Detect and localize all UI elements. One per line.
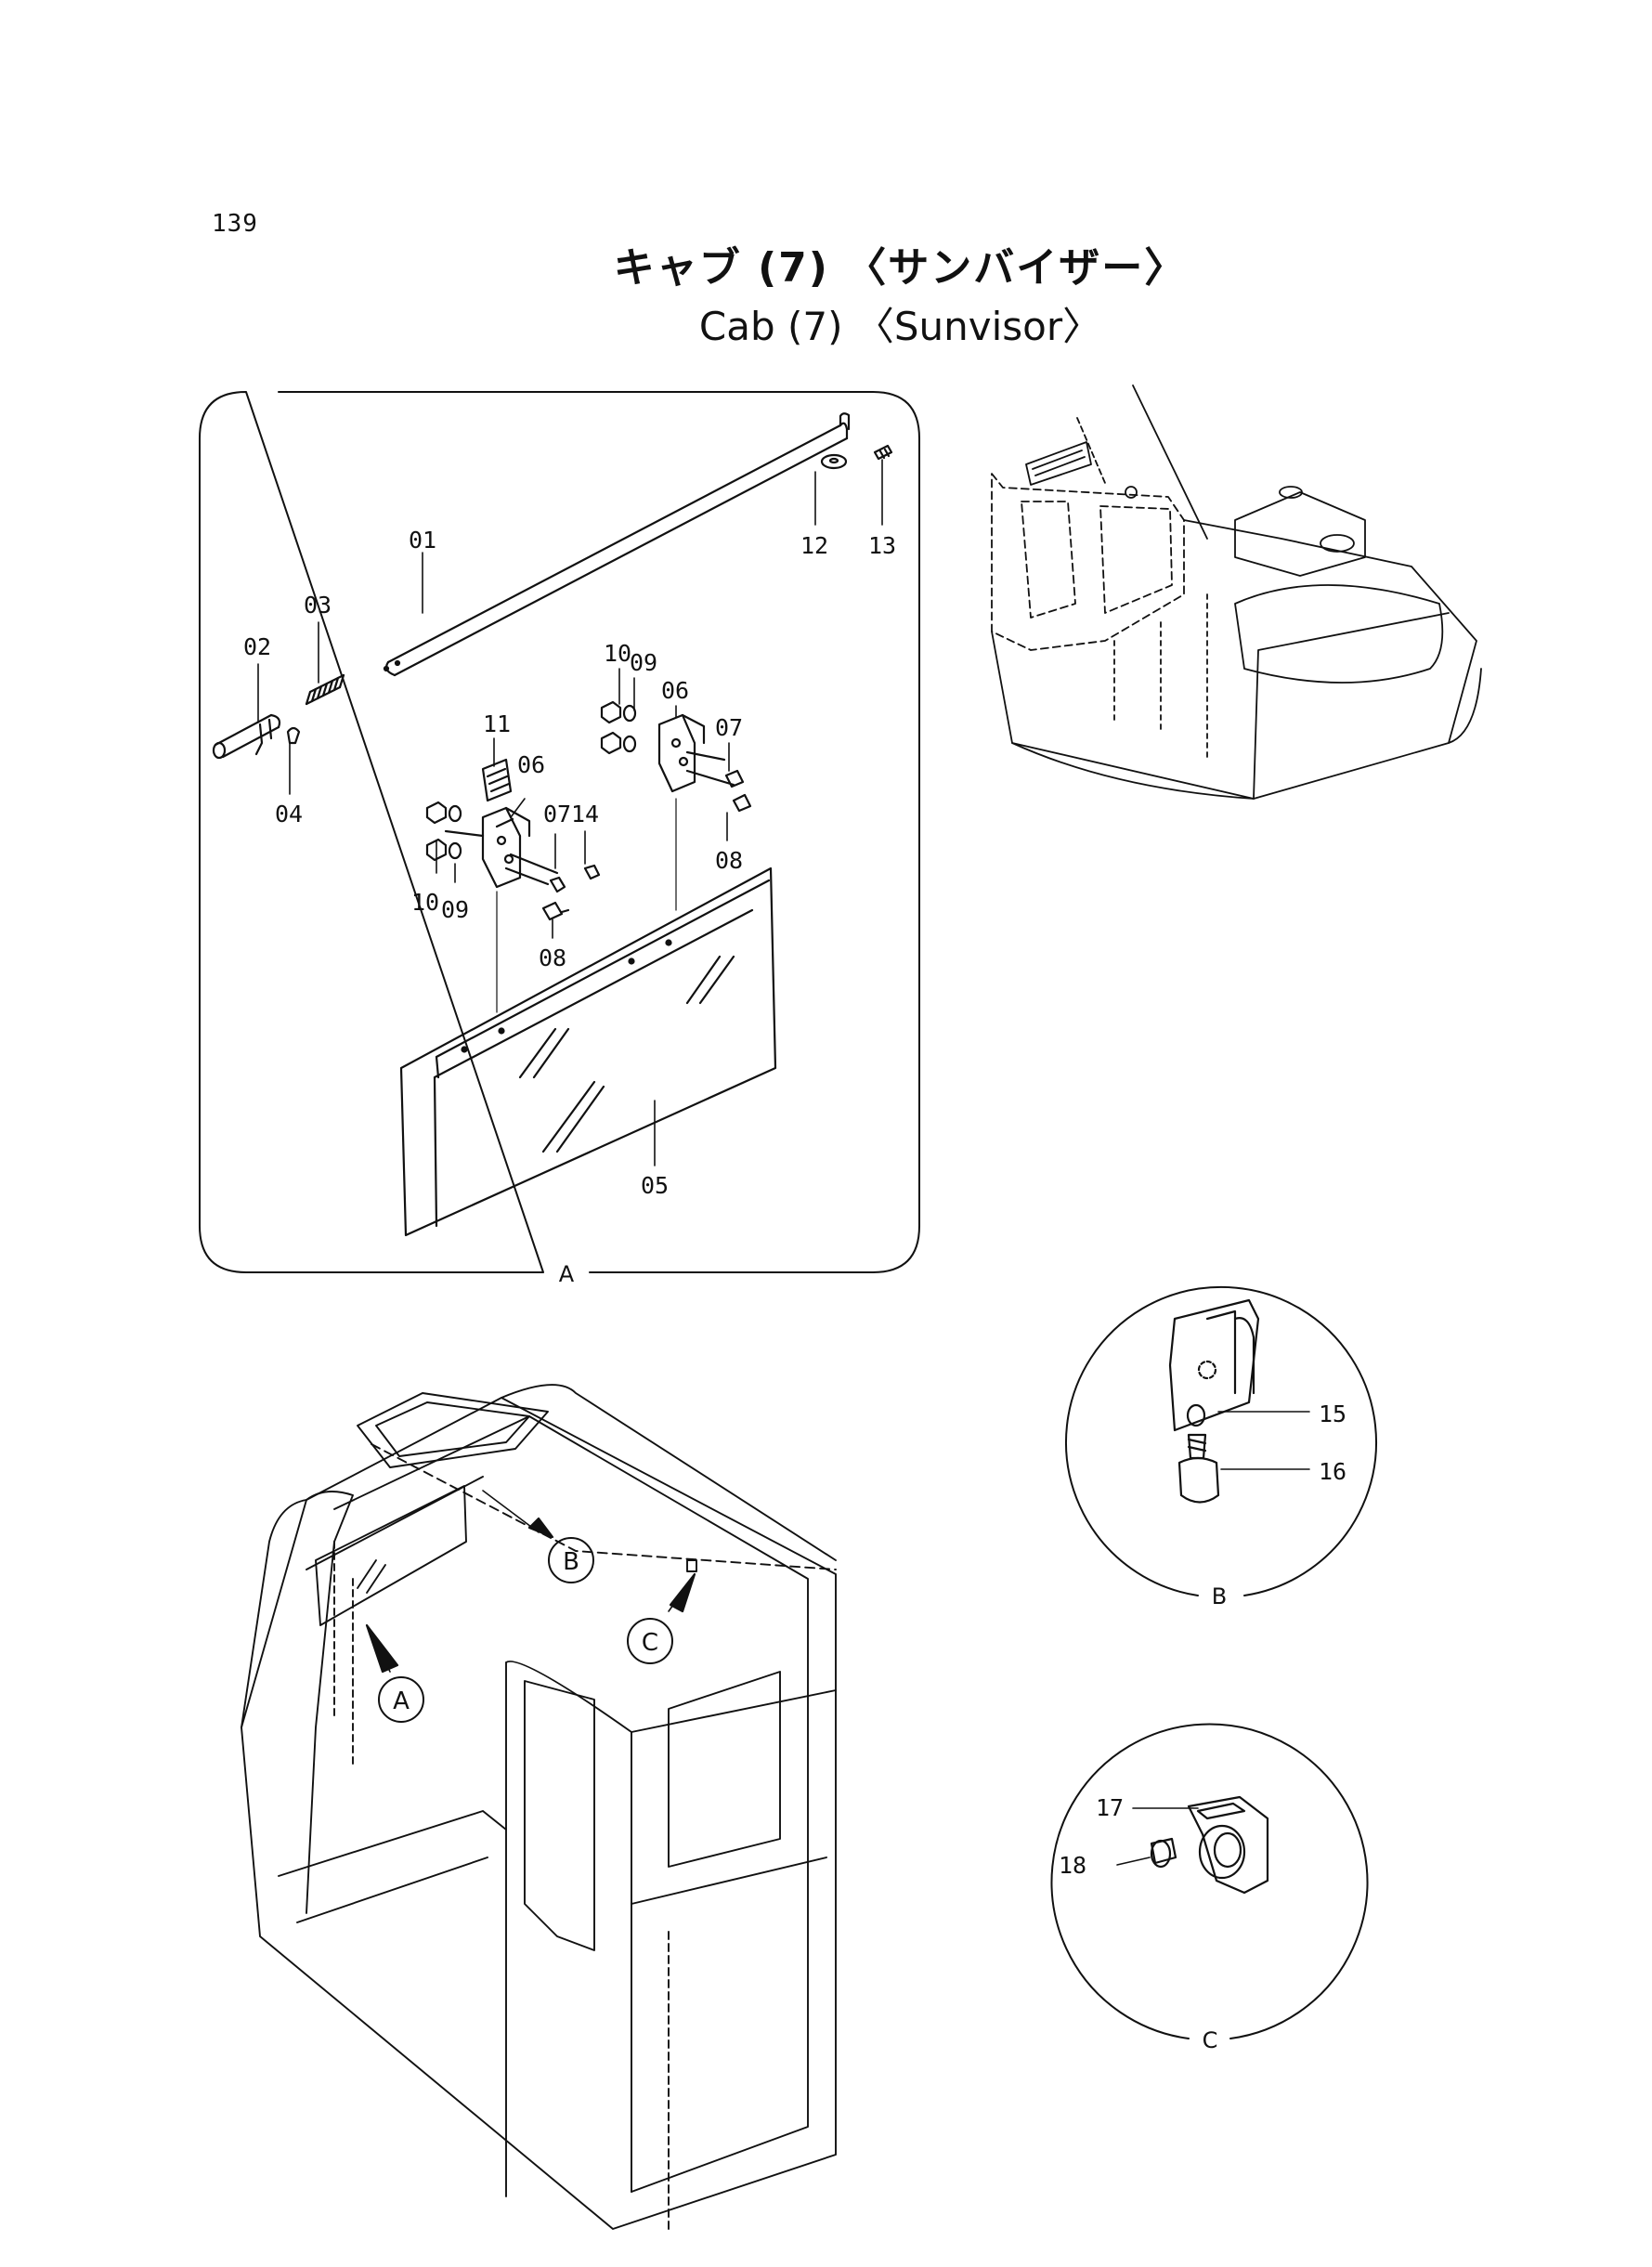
detail-a-part-labels: 01 03 02 04 11 06 07 14 08 10 09 10 09 0… <box>243 527 896 1199</box>
label-part-07b: 07 <box>715 714 743 741</box>
label-part-06a: 06 <box>517 751 545 778</box>
label-part-10b: 10 <box>604 640 631 667</box>
washer-part-12 <box>820 453 848 470</box>
label-part-09b: 09 <box>630 649 657 676</box>
callout-c: C <box>642 1629 658 1657</box>
label-part-03: 03 <box>304 592 332 619</box>
pad-part-11 <box>481 758 513 802</box>
left-hinge-assembly <box>425 801 601 1013</box>
label-part-01: 01 <box>409 527 436 554</box>
label-part-14: 14 <box>571 801 599 827</box>
detail-c: C 17 18 <box>1050 1723 1369 2053</box>
page-number: 139 <box>212 210 258 238</box>
callout-b: B <box>563 1548 579 1576</box>
label-part-11: 11 <box>483 710 511 737</box>
page-title-english: Cab (7) 〈Sunvisor〉 <box>698 304 1102 349</box>
label-part-05: 05 <box>641 1172 669 1199</box>
spring-part-03 <box>305 673 345 706</box>
label-part-17: 17 <box>1096 1794 1124 1821</box>
right-hinge-assembly <box>600 700 752 911</box>
label-part-15: 15 <box>1319 1401 1346 1427</box>
callout-a: A <box>393 1687 410 1715</box>
cab-overview <box>241 1384 837 2230</box>
label-part-04: 04 <box>275 801 303 827</box>
label-part-07a: 07 <box>543 801 571 827</box>
detail-b-label: B <box>1212 1583 1227 1609</box>
clip-part-04 <box>286 726 301 745</box>
cab-callouts: B C A <box>365 1490 696 1723</box>
pin-part-02 <box>212 713 281 760</box>
label-part-12: 12 <box>800 532 828 559</box>
label-part-10a: 10 <box>411 889 439 916</box>
detail-b: B 15 16 <box>1065 1285 1377 1609</box>
bolt-part-13 <box>873 444 893 461</box>
detail-a-leaders <box>257 459 883 1166</box>
page-title-japanese: キャブ (7) 〈サンバイザー〉 <box>613 244 1188 292</box>
label-part-18: 18 <box>1059 1852 1086 1879</box>
detail-a-frame: A <box>199 391 920 1287</box>
label-part-16: 16 <box>1319 1458 1346 1485</box>
label-part-08b: 08 <box>715 847 743 874</box>
label-part-08a: 08 <box>539 945 566 971</box>
label-part-09a: 09 <box>441 896 469 923</box>
sunvisor-panel-part-05 <box>399 866 777 1237</box>
label-part-13: 13 <box>868 532 896 559</box>
detail-a-label: A <box>559 1261 575 1287</box>
detail-c-label: C <box>1203 2027 1218 2053</box>
excavator-overview <box>991 384 1482 800</box>
label-part-02: 02 <box>243 633 271 660</box>
label-part-06b: 06 <box>661 677 689 704</box>
rod-part-01 <box>383 412 851 677</box>
